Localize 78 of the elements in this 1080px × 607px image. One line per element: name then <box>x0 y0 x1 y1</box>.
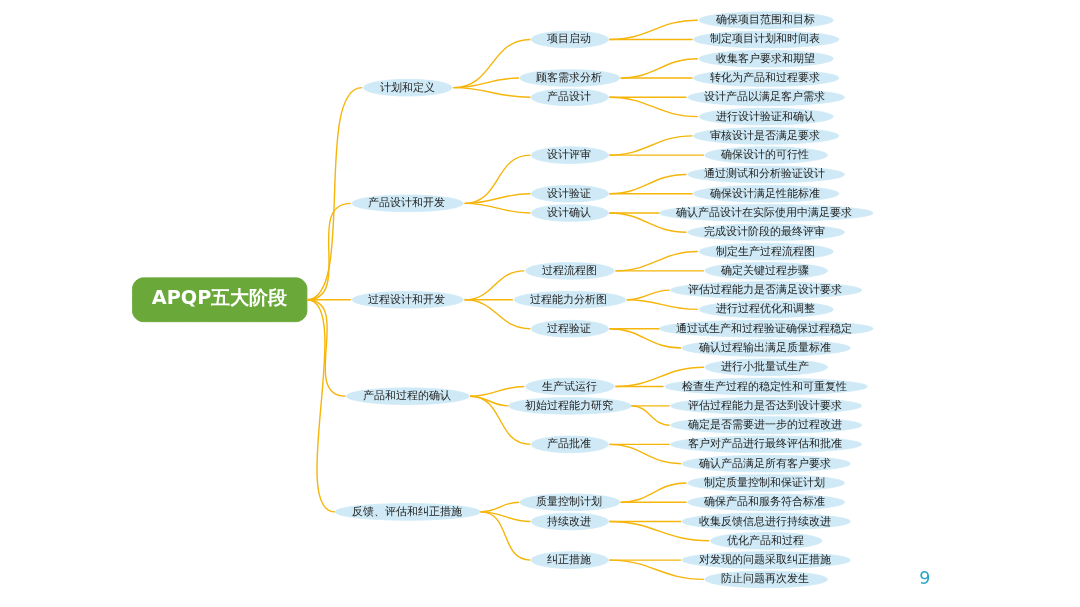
connector <box>614 270 705 272</box>
node-ellipse: 检查生产过程的稳定性和可重复性 <box>664 377 868 396</box>
node-ellipse: 完成设计阶段的最终评审 <box>686 223 845 242</box>
node-ellipse: 进行设计验证和确认 <box>698 107 834 126</box>
node-box: APQP五大阶段 <box>131 277 307 323</box>
connector <box>608 96 699 118</box>
node-ellipse: 设计确认 <box>530 204 609 222</box>
node-ellipse: 收集客户要求和期望 <box>698 50 834 68</box>
node-ellipse: 初始过程能力研究 <box>507 397 632 415</box>
connector <box>463 299 531 330</box>
node-ellipse: 顾客需求分析 <box>518 69 620 87</box>
node-ellipse: 制定项目计划和时间表 <box>692 30 839 49</box>
node-ellipse: 持续改进 <box>530 512 609 531</box>
node-ellipse: 通过试生产和过程验证确保过程稳定 <box>658 319 874 338</box>
node-ellipse: 计划和定义 <box>362 78 452 97</box>
node-ellipse: 对发现的问题采取纠正措施 <box>681 551 851 569</box>
connector <box>608 212 687 233</box>
node-ellipse: 确保产品和服务符合标准 <box>686 493 845 511</box>
node-ellipse: 产品和过程的确认 <box>345 387 469 405</box>
node-ellipse: 产品设计 <box>530 88 609 107</box>
node-ellipse: 项目启动 <box>530 30 609 49</box>
connector <box>608 520 710 542</box>
node-ellipse: 进行过程优化和调整 <box>698 300 834 319</box>
connector <box>619 58 699 79</box>
node-ellipse: 评估过程能力是否满足设计要求 <box>669 281 862 299</box>
node-ellipse: 反馈、评估和纠正措施 <box>334 503 481 521</box>
node-ellipse: 确定关键过程步骤 <box>703 262 828 280</box>
node-ellipse: 确认产品满足所有客户要求 <box>681 454 851 473</box>
node-ellipse: 设计验证 <box>530 184 609 203</box>
connector <box>608 193 693 195</box>
connector <box>608 38 693 41</box>
node-ellipse: 产品设计和开发 <box>351 194 464 213</box>
node-ellipse: 确保项目范围和目标 <box>698 11 834 29</box>
connector <box>619 77 693 79</box>
node-ellipse: 产品批准 <box>530 435 609 454</box>
node-ellipse: 纠正措施 <box>530 551 609 569</box>
node-ellipse: 过程设计和开发 <box>351 291 464 309</box>
connector <box>468 395 531 446</box>
node-ellipse: 过程流程图 <box>524 262 615 280</box>
connector <box>608 328 682 349</box>
node-ellipse: 制定生产过程流程图 <box>698 242 834 261</box>
connector <box>625 299 699 311</box>
connector <box>608 443 682 465</box>
connector <box>614 366 705 388</box>
connector <box>608 19 699 41</box>
connector <box>619 482 687 503</box>
connector <box>452 86 531 98</box>
node-ellipse: 确认过程输出满足质量标准 <box>681 339 851 357</box>
node-ellipse: 客户对产品进行最终评估和批准 <box>669 435 862 454</box>
node-ellipse: 转化为产品和过程要求 <box>692 69 839 87</box>
node-ellipse: 审核设计是否满足要求 <box>692 127 839 145</box>
node-ellipse: 过程能力分析图 <box>513 291 626 309</box>
node-ellipse: 进行小批量试生产 <box>703 358 828 377</box>
node-ellipse: 确定是否需要进一步的过程改进 <box>669 416 862 434</box>
node-ellipse: 评估过程能力是否达到设计要求 <box>669 397 862 415</box>
connector <box>608 559 705 581</box>
connector <box>619 501 687 503</box>
node-ellipse: 质量控制计划 <box>518 493 620 511</box>
node-ellipse: 设计产品以满足客户需求 <box>686 88 845 107</box>
connector <box>614 385 664 388</box>
node-ellipse: 防止问题再次发生 <box>703 570 828 589</box>
label: 9 <box>918 567 930 588</box>
node-ellipse: 过程验证 <box>530 319 609 338</box>
node-ellipse: 通过测试和分析验证设计 <box>686 165 845 184</box>
node-ellipse: 确保设计满足性能标准 <box>692 184 839 203</box>
connector <box>630 405 670 426</box>
node-ellipse: 生产试运行 <box>524 377 615 396</box>
node-ellipse: 确认产品设计在实际使用中满足要求 <box>658 204 874 222</box>
node-ellipse: 制定质量控制和保证计划 <box>686 474 845 492</box>
connector <box>463 202 531 214</box>
node-ellipse: 确保设计的可行性 <box>703 146 828 164</box>
connector <box>468 385 525 397</box>
node-ellipse: 设计评审 <box>530 146 609 164</box>
connector <box>305 299 336 513</box>
node-ellipse: 优化产品和过程 <box>709 532 822 550</box>
node-ellipse: 收集反馈信息进行持续改进 <box>681 512 851 531</box>
connector <box>479 511 531 561</box>
connector <box>608 154 705 156</box>
